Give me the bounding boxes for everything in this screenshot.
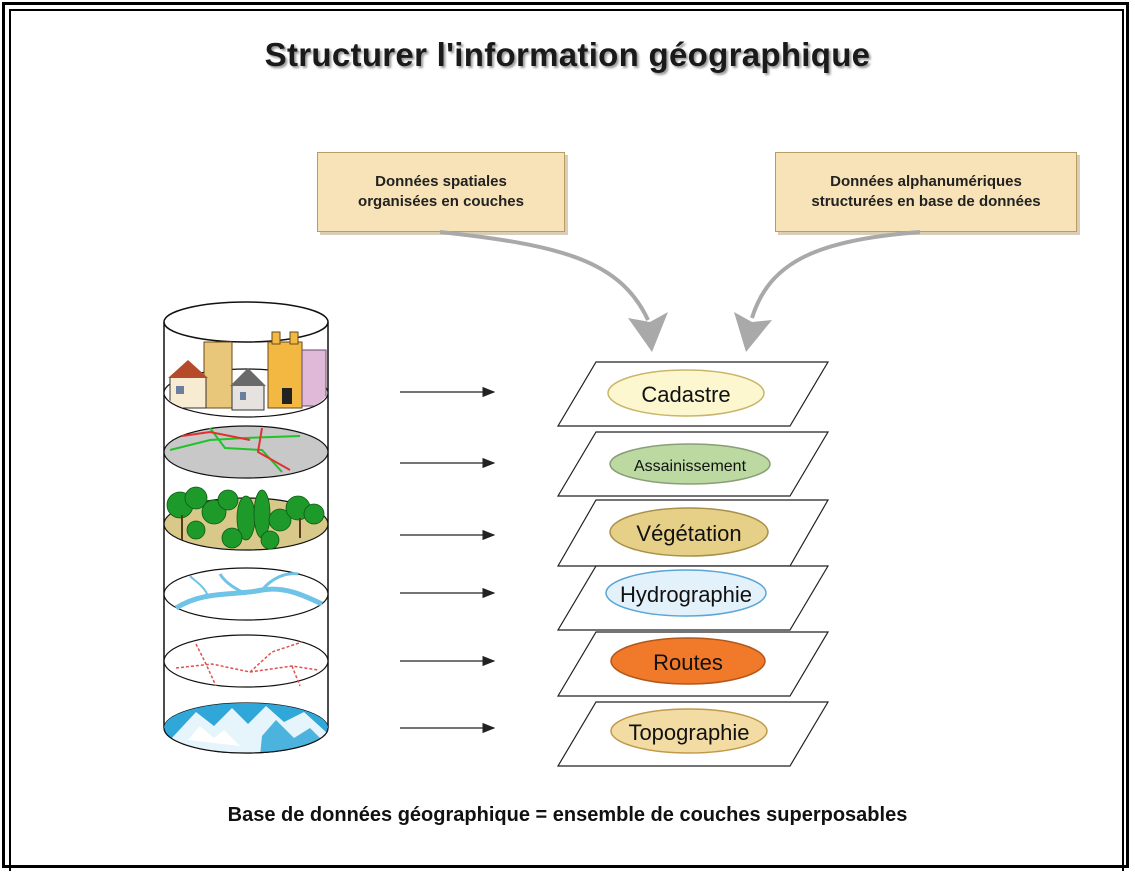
layer-cards: Cadastre Assainissement Végétation Hydro… (556, 361, 830, 767)
vegetation-layer-icon (163, 486, 329, 551)
alphanumeric-data-line1: Données alphanumériques (830, 173, 1022, 190)
footer-caption: Base de données géographique = ensemble … (227, 804, 908, 826)
arrow-head-left (628, 312, 668, 352)
layer-label-assainissement: Assainissement (634, 458, 747, 475)
spatial-data-box: Données spatiales organisées en couches (317, 152, 565, 232)
page-title: Structurer l'information géographique (264, 36, 871, 73)
layer-card-cadastre: Cadastre (556, 361, 830, 427)
spatial-data-line2: organisées en couches (358, 193, 524, 210)
layer-label-cadastre: Cadastre (641, 382, 730, 407)
layer-label-routes: Routes (653, 650, 723, 675)
layer-label-hydrographie: Hydrographie (620, 582, 752, 607)
arrow-head-right (734, 312, 772, 352)
city-layer-icon (163, 331, 329, 418)
network-layer-icon (163, 425, 329, 479)
layer-label-vegetation: Végétation (636, 521, 741, 546)
curved-arrows (439, 230, 921, 352)
layer-card-topographie: Topographie (556, 701, 830, 767)
alphanumeric-data-line2: structurées en base de données (811, 193, 1041, 210)
layer-card-vegetation: Végétation (556, 499, 830, 567)
spatial-data-line1: Données spatiales (375, 173, 507, 190)
layer-cylinder (163, 301, 329, 754)
layer-card-assainissement: Assainissement (556, 431, 830, 497)
hydrography-layer-icon (163, 567, 329, 621)
topography-layer-icon (163, 702, 329, 754)
layer-card-routes: Routes (556, 631, 830, 697)
layer-arrows (400, 386, 496, 734)
cylinder-top (163, 301, 329, 343)
layer-label-topographie: Topographie (628, 720, 749, 745)
inner-frame (9, 9, 1124, 871)
alphanumeric-data-box: Données alphanumériques structurées en b… (775, 152, 1077, 232)
roads-layer-icon (163, 634, 329, 688)
layer-card-hydrographie: Hydrographie (556, 565, 830, 631)
